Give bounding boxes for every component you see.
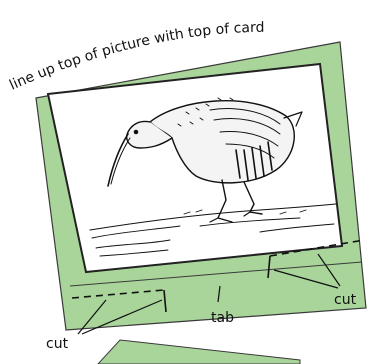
cut-label-left: cut — [46, 336, 69, 352]
second-card-edge — [98, 340, 300, 364]
tab-label: tab — [211, 310, 234, 326]
cut-label-right: cut — [334, 292, 357, 308]
